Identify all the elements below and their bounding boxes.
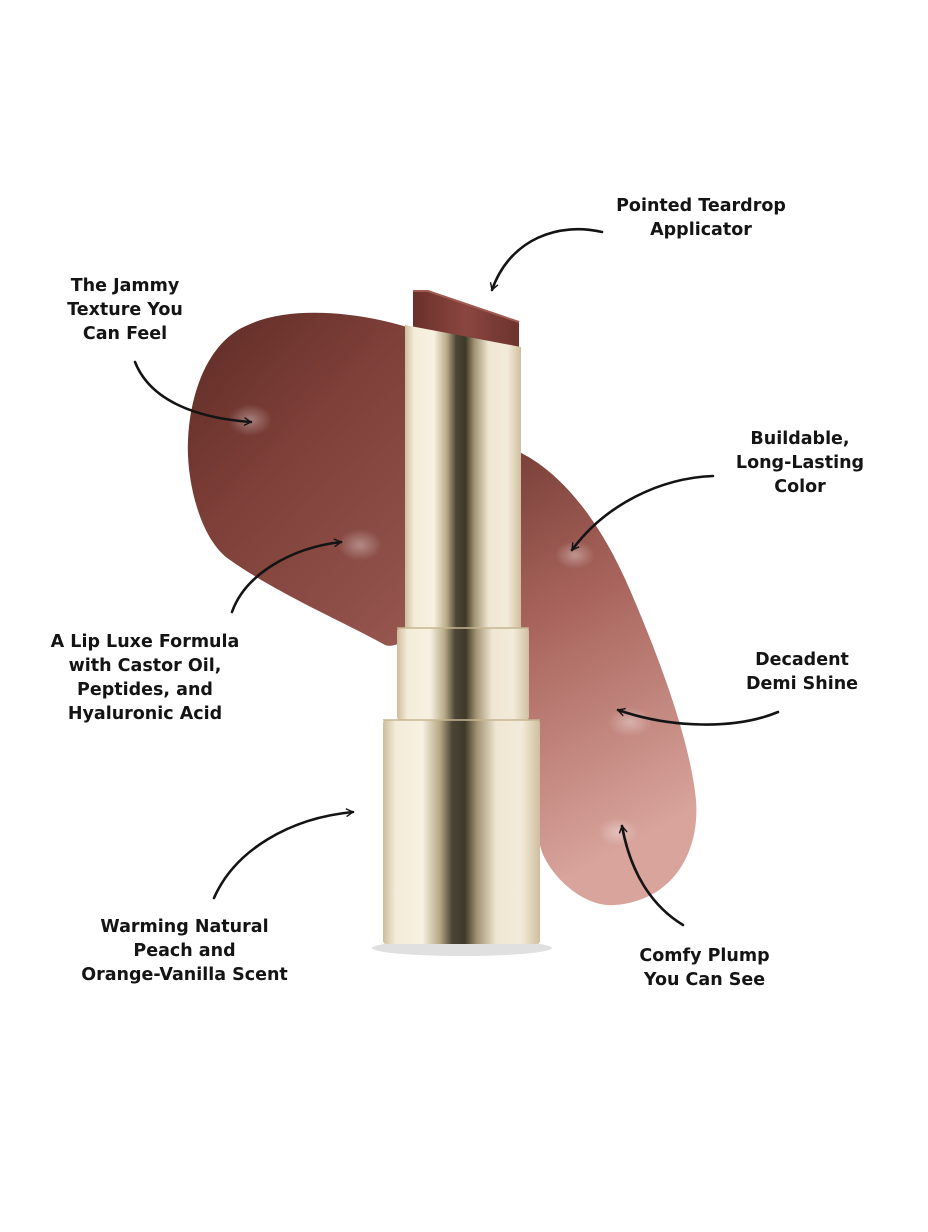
callout-line: Peptides, and xyxy=(77,680,213,700)
callout-line: A Lip Luxe Formula xyxy=(50,632,240,652)
callout-shine: Decadent Demi Shine xyxy=(732,648,872,696)
swatch-highlight xyxy=(598,818,638,846)
arrow-shine-icon xyxy=(616,707,780,726)
arrow-texture-icon xyxy=(133,360,253,426)
callout-line: Long-Lasting xyxy=(735,453,865,473)
callout-line: with Castor Oil, xyxy=(68,656,222,676)
arrow-plump-icon xyxy=(618,824,685,927)
swatch-highlight xyxy=(338,529,382,561)
lipstick-collar xyxy=(397,628,529,720)
callout-line: Orange-Vanilla Scent xyxy=(81,965,288,985)
arrow-color-icon xyxy=(570,474,715,552)
callout-line: Warming Natural xyxy=(100,917,269,937)
callout-line: Texture You xyxy=(67,300,183,320)
callout-color: Buildable, Long-Lasting Color xyxy=(720,427,880,499)
callout-line: Demi Shine xyxy=(745,674,859,694)
callout-line: You Can See xyxy=(643,970,766,990)
callout-line: Color xyxy=(774,477,826,497)
callout-line: Applicator xyxy=(650,220,752,240)
callout-applicator: Pointed Teardrop Applicator xyxy=(601,194,801,242)
swatch-highlight xyxy=(608,707,652,737)
callout-line: Decadent xyxy=(755,650,849,670)
bullet-edge xyxy=(413,290,520,323)
arrow-formula-icon xyxy=(230,538,343,614)
callout-line: Pointed Teardrop xyxy=(616,196,786,216)
callout-scent: Warming Natural Peach and Orange-Vanilla… xyxy=(62,915,307,987)
arrow-applicator-icon xyxy=(489,227,604,292)
callout-line: Hyaluronic Acid xyxy=(67,704,223,724)
arrow-scent-icon xyxy=(212,808,355,900)
callout-line: Can Feel xyxy=(82,324,168,344)
callout-formula: A Lip Luxe Formula with Castor Oil, Pept… xyxy=(35,630,255,726)
callout-line: Peach and xyxy=(133,941,236,961)
callout-line: Comfy Plump xyxy=(639,946,770,966)
swatch-highlight xyxy=(555,541,595,569)
callout-texture: The Jammy Texture You Can Feel xyxy=(50,274,200,346)
lipstick-base xyxy=(383,720,540,944)
callout-line: Buildable, xyxy=(750,429,850,449)
callout-plump: Comfy Plump You Can See xyxy=(622,944,787,992)
callout-line: The Jammy xyxy=(70,276,180,296)
lipstick-upper-tube xyxy=(405,325,521,628)
